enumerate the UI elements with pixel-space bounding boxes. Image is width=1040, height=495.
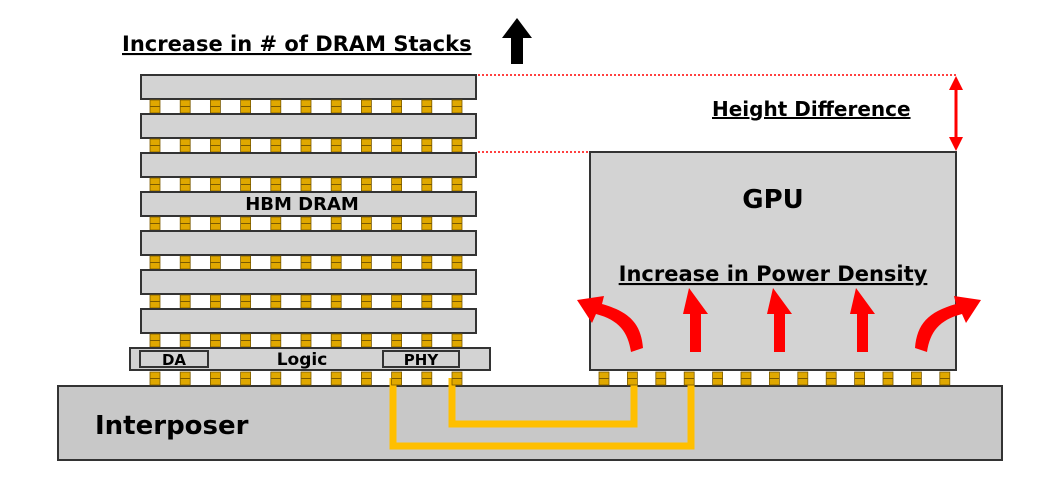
red-up-arrow-icon <box>767 288 792 352</box>
dram-stacks-title: Increase in # of DRAM Stacks <box>122 32 472 56</box>
gpu-die <box>589 151 957 371</box>
logic-label: Logic <box>277 350 328 370</box>
height-difference-label: Height Difference <box>712 97 911 121</box>
phy-block <box>382 350 460 368</box>
red-curved-arrow-left-icon <box>577 296 643 352</box>
dram-die <box>140 152 477 178</box>
dram-die <box>140 74 477 100</box>
phy-label: PHY <box>404 351 440 369</box>
double-arrow-icon <box>949 76 963 151</box>
black-up-arrow-icon <box>502 18 532 64</box>
power-density-label: Increase in Power Density <box>619 262 928 286</box>
gpu-label: GPU <box>742 185 804 215</box>
interposer-wire-outer <box>389 378 695 450</box>
dram-die <box>140 230 477 256</box>
dram-die <box>140 308 477 334</box>
hbm-stack <box>140 74 477 348</box>
red-up-arrow-icon <box>850 288 875 352</box>
dram-die <box>140 269 477 295</box>
dram-die <box>140 113 477 139</box>
da-label: DA <box>162 351 186 369</box>
micro-bumps-bottom <box>149 371 951 386</box>
interposer-wire-inner <box>448 378 638 428</box>
red-curved-arrow-right-icon <box>915 296 981 352</box>
da-block <box>139 350 209 368</box>
red-up-arrow-icon <box>683 288 708 352</box>
dram-die <box>140 191 477 217</box>
interposer-label: Interposer <box>95 411 249 441</box>
hbm-dram-label: HBM DRAM <box>245 194 359 215</box>
